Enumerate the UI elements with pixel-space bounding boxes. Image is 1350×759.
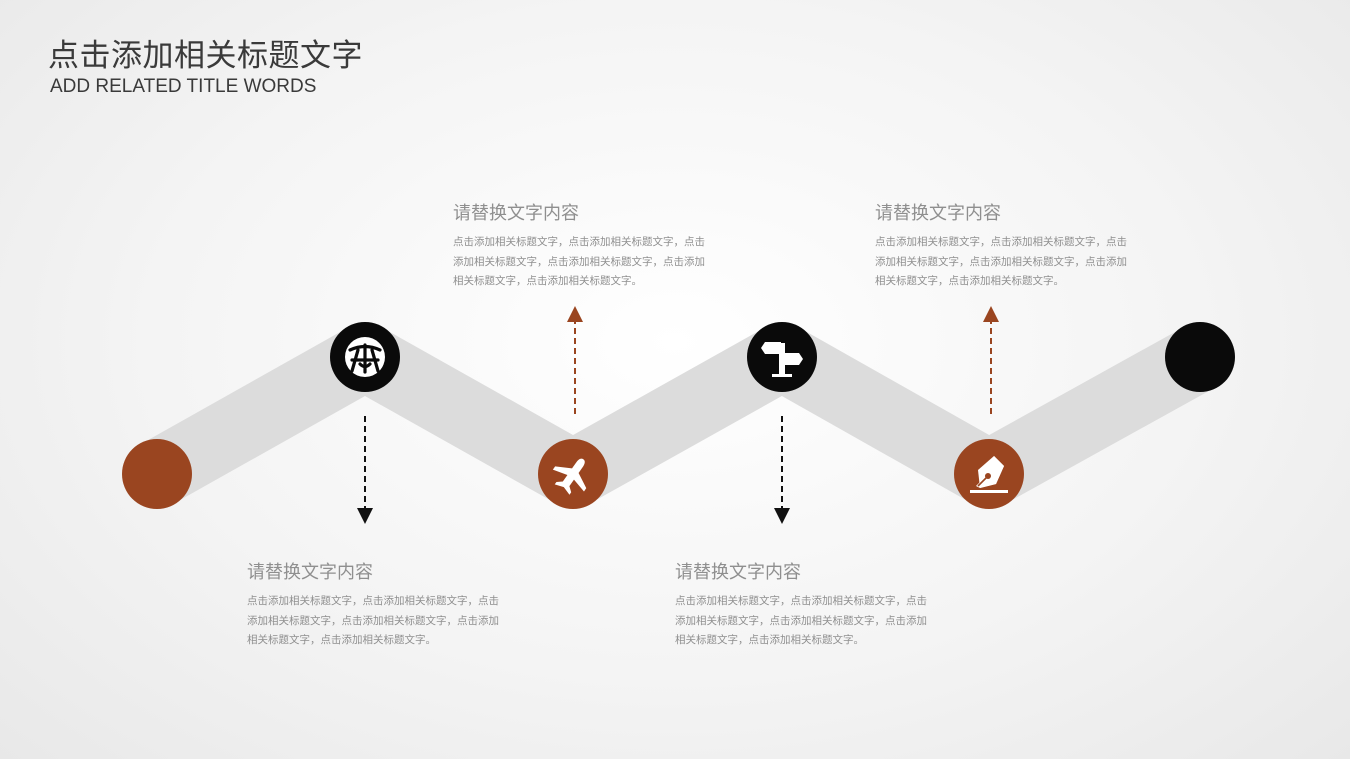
block-body: 点击添加相关标题文字，点击添加相关标题文字，点击添加相关标题文字，点击添加相关标… bbox=[453, 236, 705, 287]
zigzag-band bbox=[123, 323, 1234, 508]
timeline-node bbox=[954, 439, 1024, 509]
timeline-node-start bbox=[122, 439, 192, 509]
timeline-node-end bbox=[1165, 322, 1235, 392]
text-block: 请替换文字内容 点击添加相关标题文字，点击添加相关标题文字，点击添加相关标题文字… bbox=[875, 199, 1137, 292]
text-block: 请替换文字内容 点击添加相关标题文字，点击添加相关标题文字，点击添加相关标题文字… bbox=[675, 558, 937, 651]
bug-icon bbox=[345, 337, 385, 377]
block-heading: 请替换文字内容 bbox=[247, 562, 373, 583]
block-heading: 请替换文字内容 bbox=[675, 562, 801, 583]
text-block: 请替换文字内容 点击添加相关标题文字，点击添加相关标题文字，点击添加相关标题文字… bbox=[453, 199, 715, 292]
timeline-node bbox=[747, 322, 817, 392]
page-title: 点击添加相关标题文字 bbox=[48, 38, 363, 74]
block-heading: 请替换文字内容 bbox=[875, 203, 1001, 224]
block-body: 点击添加相关标题文字，点击添加相关标题文字，点击添加相关标题文字，点击添加相关标… bbox=[875, 236, 1127, 287]
text-block: 请替换文字内容 点击添加相关标题文字，点击添加相关标题文字，点击添加相关标题文字… bbox=[247, 558, 509, 651]
page-subtitle: ADD RELATED TITLE WORDS bbox=[50, 76, 317, 97]
timeline-node bbox=[330, 322, 400, 392]
block-heading: 请替换文字内容 bbox=[453, 203, 579, 224]
pen-nib-icon bbox=[970, 456, 1008, 493]
block-body: 点击添加相关标题文字，点击添加相关标题文字，点击添加相关标题文字，点击添加相关标… bbox=[675, 595, 927, 646]
airplane-icon bbox=[552, 458, 587, 495]
timeline-node bbox=[538, 439, 608, 509]
signpost-icon bbox=[761, 342, 803, 377]
block-body: 点击添加相关标题文字，点击添加相关标题文字，点击添加相关标题文字，点击添加相关标… bbox=[247, 595, 499, 646]
